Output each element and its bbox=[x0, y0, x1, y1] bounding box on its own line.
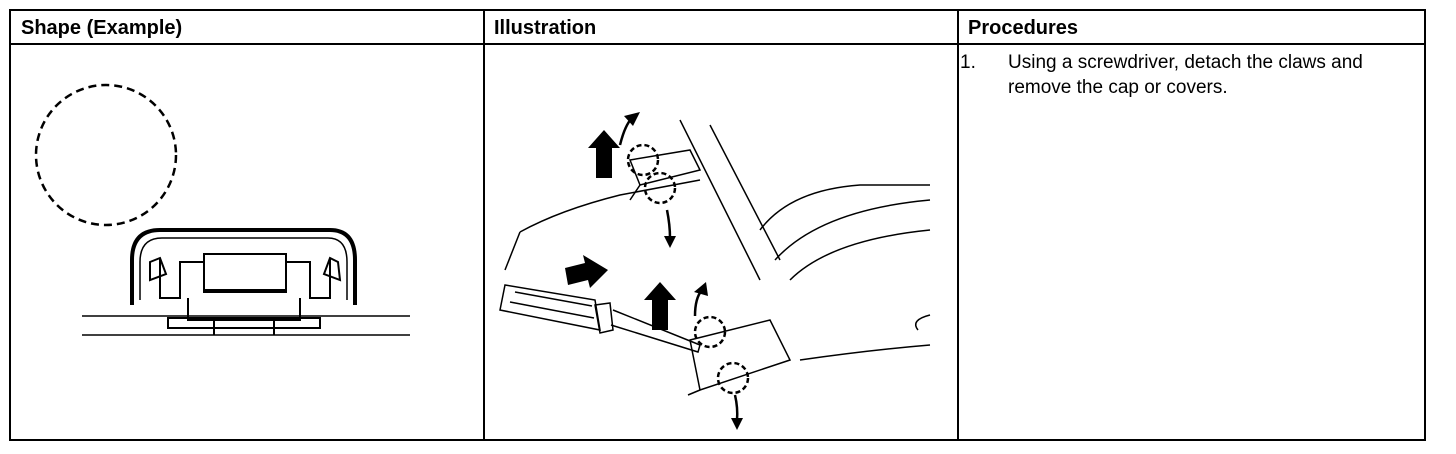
procedure-table: Shape (Example) Illustration Procedures bbox=[9, 9, 1426, 441]
column-divider bbox=[483, 11, 485, 439]
header-illustration: Illustration bbox=[494, 17, 597, 39]
procedure-step-number: 1. bbox=[960, 52, 976, 73]
table-header-row: Shape (Example) Illustration Procedures bbox=[11, 11, 1424, 45]
header-procedures: Procedures bbox=[968, 17, 1079, 39]
column-divider bbox=[957, 11, 959, 439]
header-shape: Shape (Example) bbox=[21, 17, 183, 39]
procedure-step-text: Using a screwdriver, detach the claws an… bbox=[1008, 52, 1363, 98]
